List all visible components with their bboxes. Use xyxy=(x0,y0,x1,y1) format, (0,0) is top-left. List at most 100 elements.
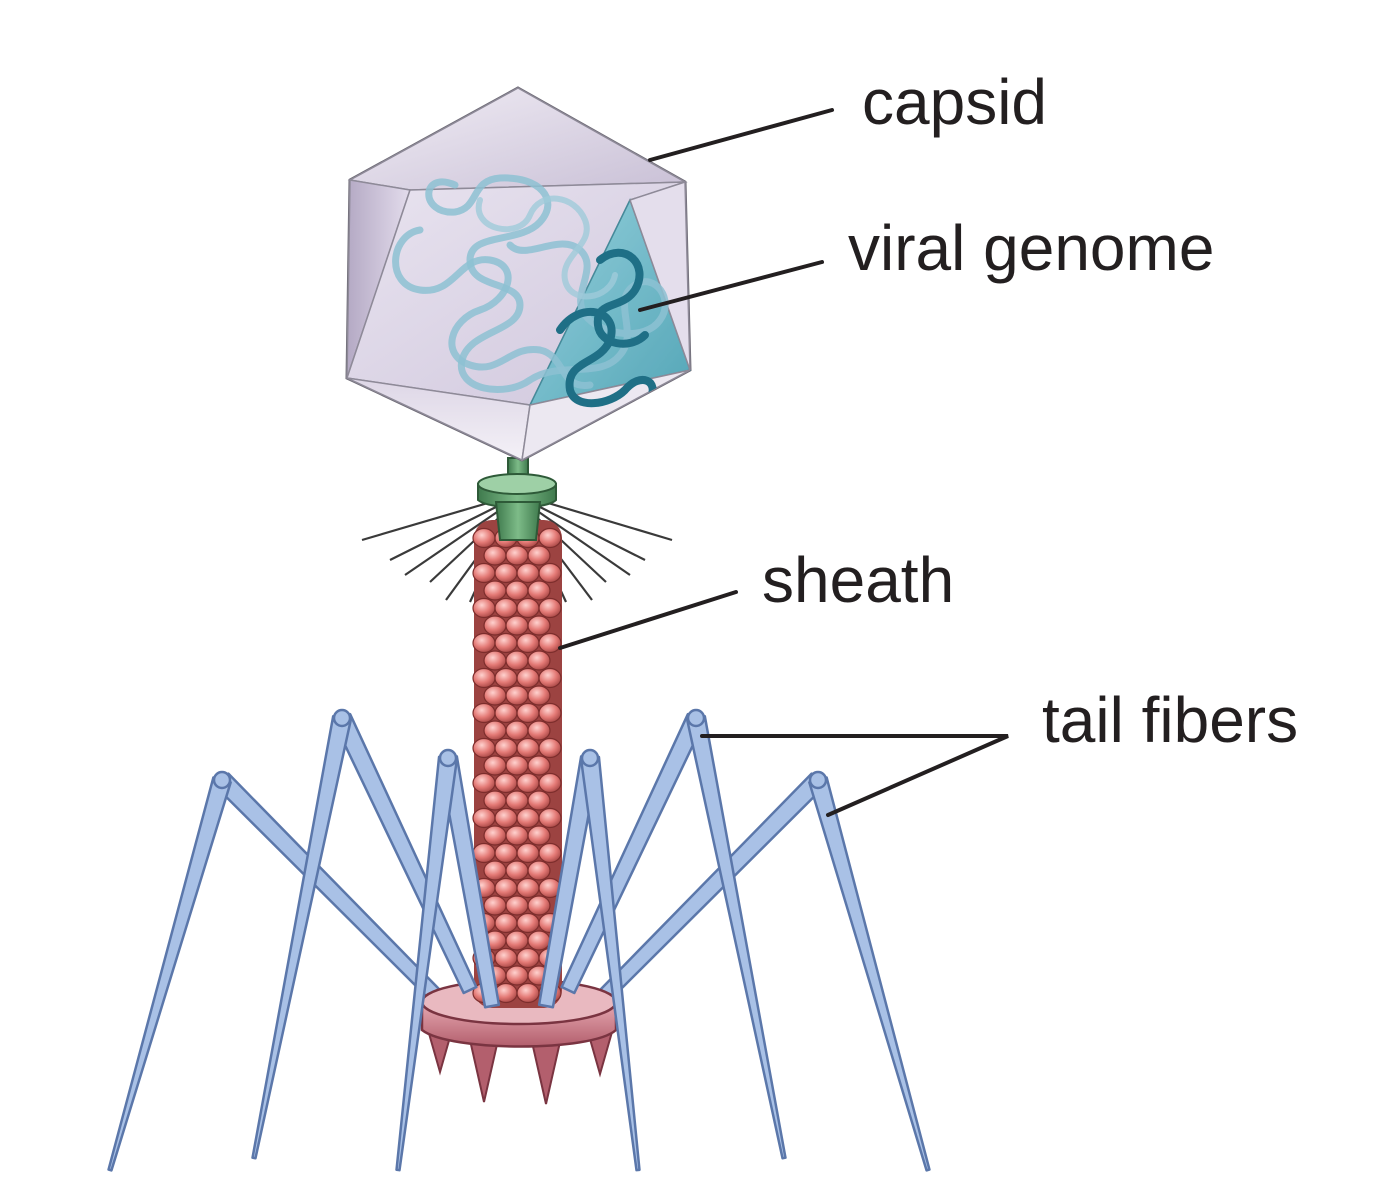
sheath-subunit xyxy=(505,650,529,671)
sheath-subunit xyxy=(527,545,551,566)
sheath-subunit xyxy=(527,860,551,881)
sheath-subunit xyxy=(472,562,496,584)
viral-genome-leader xyxy=(638,260,824,312)
sheath-subunit xyxy=(494,912,518,934)
sheath-subunit xyxy=(472,527,496,549)
sheath-subunit xyxy=(516,562,540,584)
sheath-subunit xyxy=(494,562,518,584)
sheath-subunit xyxy=(538,597,562,619)
sheath-subunit xyxy=(538,667,562,689)
collar xyxy=(477,457,557,541)
tail-fiber-joint xyxy=(580,748,600,768)
sheath-subunit xyxy=(505,965,529,986)
leader-lines xyxy=(558,108,1009,817)
sheath-subunit xyxy=(483,720,507,741)
sheath-subunit xyxy=(516,597,540,619)
tail-fiber-joint xyxy=(438,748,458,768)
tail-fiber xyxy=(107,770,447,1172)
tail-fiber-joint xyxy=(808,770,828,790)
sheath-subunit xyxy=(494,947,518,969)
tail-fiber-joint xyxy=(686,708,706,728)
sheath-subunit xyxy=(516,877,540,899)
sheath-subunit xyxy=(472,632,496,654)
sheath-subunit xyxy=(538,527,562,549)
capsid-label: capsid xyxy=(862,66,1047,138)
tail-fiber xyxy=(251,708,478,1160)
capsid-leader xyxy=(648,108,834,162)
sheath-subunit xyxy=(516,632,540,654)
sheath-subunit xyxy=(483,580,507,601)
tail-fiber-segment xyxy=(808,776,931,1172)
sheath-subunit xyxy=(538,562,562,584)
sheath-subunit xyxy=(483,685,507,706)
tail-fibers-label: tail fibers xyxy=(1042,684,1298,756)
viral-genome xyxy=(392,174,669,408)
sheath-subunit xyxy=(516,667,540,689)
sheath-subunit xyxy=(527,580,551,601)
tail-fiber xyxy=(560,708,787,1160)
sheath-subunit xyxy=(472,842,496,864)
sheath-subunit xyxy=(505,755,529,776)
sheath-subunit xyxy=(538,702,562,724)
sheath-subunit xyxy=(494,597,518,619)
sheath-subunit xyxy=(494,702,518,724)
sheath-subunit xyxy=(505,930,529,951)
tail-fiber-joint xyxy=(212,770,232,790)
sheath-subunit xyxy=(527,895,551,916)
sheath-label: sheath xyxy=(762,544,954,616)
viral-genome-label: viral genome xyxy=(848,212,1214,284)
sheath-subunit xyxy=(516,807,540,829)
sheath-subunit xyxy=(505,860,529,881)
sheath-subunit xyxy=(483,755,507,776)
sheath-subunit xyxy=(505,825,529,846)
sheath-subunit xyxy=(483,545,507,566)
sheath-subunit xyxy=(494,842,518,864)
tail-fiber xyxy=(593,770,931,1172)
sheath-subunit xyxy=(483,825,507,846)
sheath-subunit xyxy=(538,807,562,829)
sheath-subunit xyxy=(483,650,507,671)
sheath-subunit xyxy=(527,615,551,636)
tail-fiber-joint xyxy=(332,708,352,728)
sheath-subunit xyxy=(494,807,518,829)
sheath-subunit xyxy=(472,667,496,689)
sheath-subunit xyxy=(505,615,529,636)
sheath-subunit xyxy=(472,807,496,829)
sheath-subunit xyxy=(516,912,540,934)
sheath-subunit xyxy=(483,895,507,916)
sheath-subunit xyxy=(516,737,540,759)
sheath-subunit xyxy=(516,982,540,1004)
sheath-subunit xyxy=(505,895,529,916)
sheath-subunit xyxy=(505,685,529,706)
sheath-subunit xyxy=(527,685,551,706)
sheath-subunit xyxy=(516,947,540,969)
sheath-subunit xyxy=(527,650,551,671)
sheath-subunit xyxy=(494,737,518,759)
sheath-subunit xyxy=(505,545,529,566)
tail-fiber-segment xyxy=(107,776,232,1172)
sheath-subunit xyxy=(505,580,529,601)
sheath-subunit xyxy=(516,772,540,794)
sheath-subunit xyxy=(538,772,562,794)
sheath-subunit xyxy=(527,755,551,776)
tail-fiber xyxy=(395,748,501,1172)
tail-fiber-segment xyxy=(251,714,353,1160)
sheath-subunit xyxy=(527,825,551,846)
sheath-subunit xyxy=(494,877,518,899)
tail-fibers-front xyxy=(251,708,787,1172)
capsid xyxy=(345,86,692,462)
sheath-subunit xyxy=(538,737,562,759)
sheath-subunit xyxy=(516,842,540,864)
tail-fiber-segment xyxy=(685,714,787,1160)
tail-fibers-back xyxy=(107,770,931,1172)
sheath-subunit xyxy=(472,597,496,619)
sheath-subunit xyxy=(538,632,562,654)
sheath-subunit xyxy=(516,702,540,724)
sheath-subunit xyxy=(483,615,507,636)
sheath-subunit xyxy=(483,860,507,881)
tail-fibers-leader xyxy=(700,734,1009,817)
sheath-subunit xyxy=(472,702,496,724)
sheath-subunit xyxy=(505,790,529,811)
